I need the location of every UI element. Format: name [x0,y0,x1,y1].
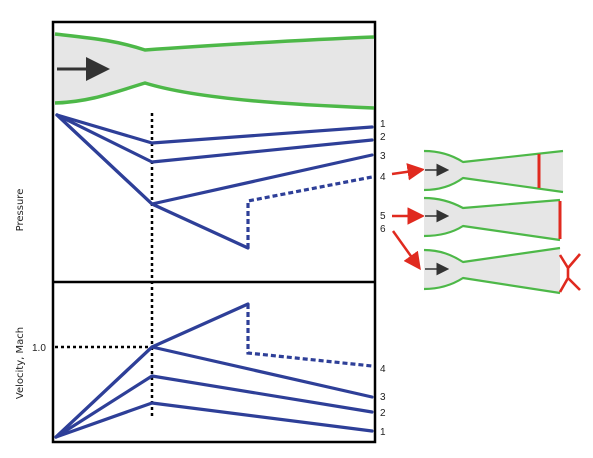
velocity-curve-1 [54,401,374,439]
nozzle-lower-wall [54,81,375,110]
oblique-shock-marker [558,253,581,293]
pressure-label-2: 2 [380,132,386,143]
mach-one-label: 1.0 [32,343,46,354]
velocity-label-4: 4 [380,364,386,375]
pressure-curve-4 [55,113,250,250]
velocity-curves [54,302,374,439]
main-nozzle [54,32,375,110]
velocity-label-3: 3 [380,392,386,403]
mini-nozzle-case-5 [423,196,562,242]
velocity-shock-jump [246,304,373,368]
pressure-label-3: 3 [380,151,386,162]
nozzle-upper-wall [54,32,375,52]
velocity-axis-label: Velocity, Mach [15,327,26,399]
callout-label-5: 5 [380,211,386,222]
pressure-label-4: 4 [380,172,386,183]
pressure-label-1: 1 [380,119,386,130]
callout-label-6: 6 [380,224,386,235]
diagram-frame [51,20,377,444]
pressure-curve-1 [55,113,374,145]
pressure-shock-jump [246,175,373,248]
pressure-axis-label: Pressure [15,189,26,232]
pressure-curve-2 [55,113,374,164]
callout-arrow-6-icon [391,230,421,271]
mini-nozzle-case-6 [423,246,581,295]
callout-arrow-4-icon [391,163,425,181]
velocity-curve-2 [54,374,374,439]
mini-nozzle-case-4 [423,149,564,194]
velocity-label-2: 2 [380,408,386,419]
velocity-label-1: 1 [380,427,386,438]
pressure-curves [55,113,374,250]
velocity-curve-4 [54,302,250,439]
